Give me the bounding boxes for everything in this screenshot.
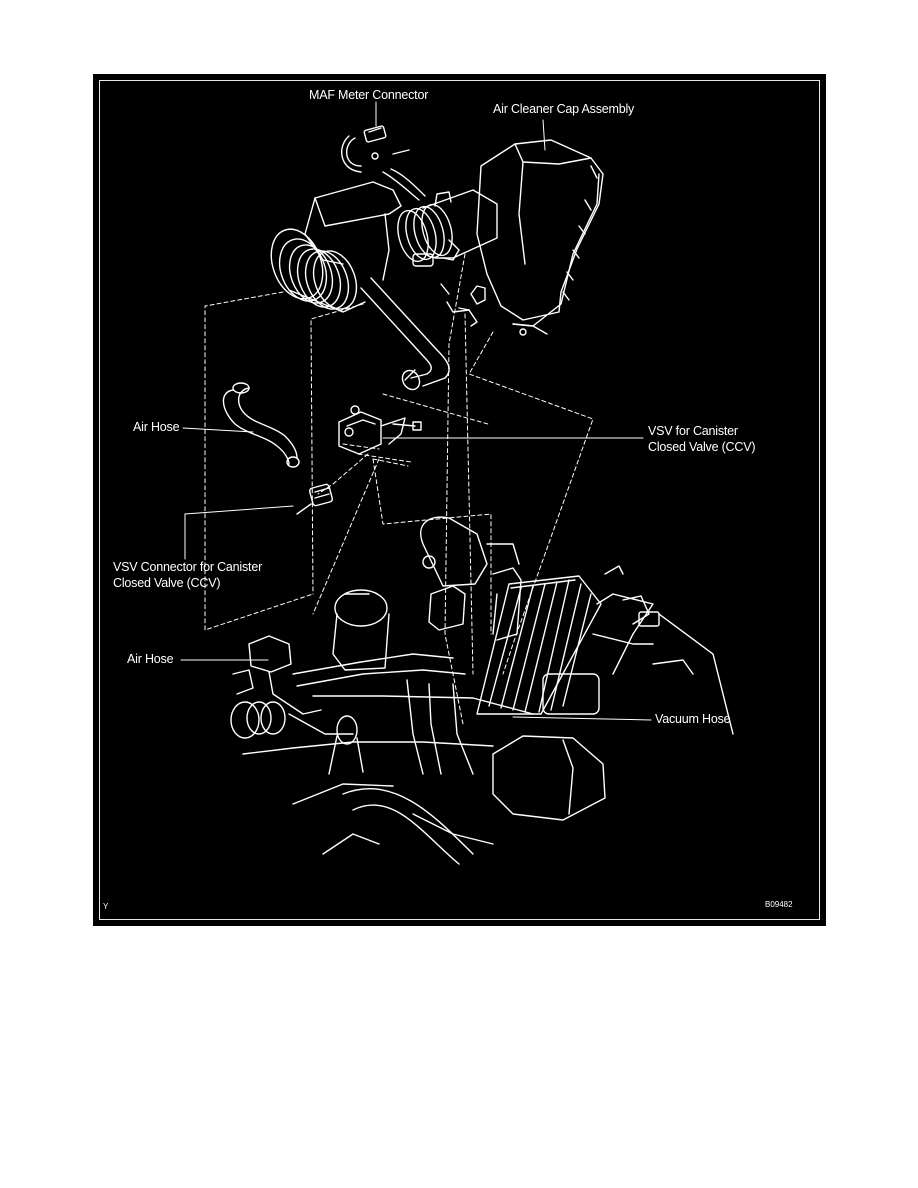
exploded-diagram: MAF Meter Connector Air Cleaner Cap Asse… (93, 74, 826, 926)
figure-code: B09482 (765, 900, 793, 909)
label-air-hose-upper: Air Hose (133, 420, 180, 434)
label-vacuum-hose: Vacuum Hose (655, 712, 731, 726)
leader-lines (180, 101, 652, 721)
air-hose-small (222, 382, 300, 468)
engine-bay-part (230, 516, 734, 865)
corner-mark: Y (103, 902, 109, 911)
air-cleaner-cap-part (440, 139, 604, 336)
frame-border (99, 80, 820, 920)
label-air-cleaner-cap-assembly: Air Cleaner Cap Assembly (493, 102, 635, 116)
intake-duct-part (270, 181, 498, 313)
vsv-connector-part (296, 483, 334, 515)
label-vsv-ccv-line2: Closed Valve (CCV) (648, 440, 756, 454)
diagram-artwork (180, 101, 734, 865)
label-maf-meter-connector: MAF Meter Connector (309, 88, 429, 102)
maf-connector-part (341, 125, 426, 201)
label-air-hose-lower: Air Hose (127, 652, 174, 666)
label-vsv-ccv-line1: VSV for Canister (648, 424, 738, 438)
vsv-ccv-part (338, 405, 422, 455)
air-hose-duct (360, 277, 450, 391)
label-vsv-connector-line2: Closed Valve (CCV) (113, 576, 221, 590)
label-vsv-connector-line1: VSV Connector for Canister (113, 560, 263, 574)
